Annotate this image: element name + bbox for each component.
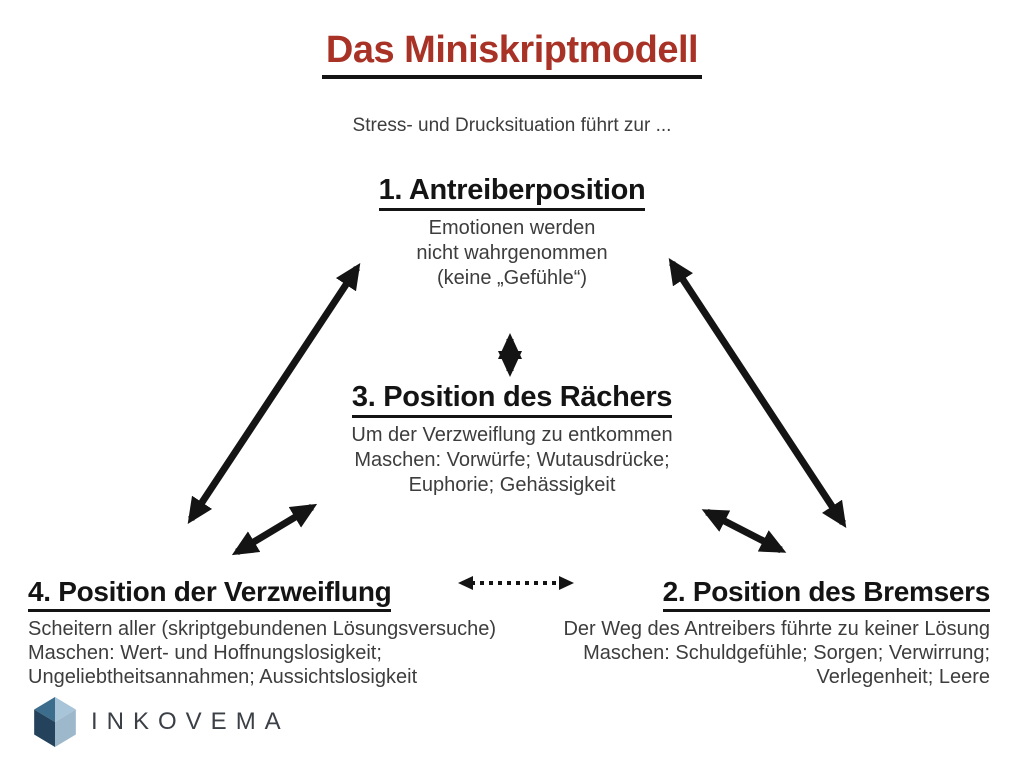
arrow-antreiber-verzweiflung xyxy=(187,262,361,525)
position-verzweiflung-line: Maschen: Wert- und Hoffnungslosigkeit; xyxy=(28,642,382,665)
inkovema-cube-icon xyxy=(34,697,76,747)
position-bremser: 2. Position des Bremsers Der Weg des Ant… xyxy=(520,576,990,689)
arrow-antreiber-bremser xyxy=(668,257,847,529)
position-raecher-line: Um der Verzweiflung zu entkommen xyxy=(351,424,673,447)
position-verzweiflung: 4. Position der Verzweiflung Scheitern a… xyxy=(28,576,533,689)
position-bremser-line: Maschen: Schuldgefühle; Sorgen; Verwirru… xyxy=(583,642,990,665)
position-raecher-heading: 3. Position des Rächers xyxy=(351,381,672,419)
inkovema-logo: INKOVEMA xyxy=(34,697,290,747)
position-raecher: 3. Position des Rächers Um der Verzweifl… xyxy=(0,381,1024,498)
position-bremser-line: Verlegenheit; Leere xyxy=(816,666,990,689)
inkovema-logo-text: INKOVEMA xyxy=(91,708,290,735)
slide-subtitle: Stress- und Drucksituation führt zur ... xyxy=(352,115,672,136)
position-antreiber-heading: 1. Antreiberposition xyxy=(378,174,646,212)
arrow-verzweiflung-raecher xyxy=(231,503,318,556)
position-raecher-line: Maschen: Vorwürfe; Wutausdrücke; xyxy=(354,449,670,472)
arrow-raecher-bremser xyxy=(701,508,787,554)
position-antreiber-line: Emotionen werden xyxy=(428,217,596,240)
slide-title: Das Miniskriptmodell xyxy=(321,29,703,79)
position-verzweiflung-heading: 4. Position der Verzweiflung xyxy=(28,576,392,613)
slide-title-wrap: Das Miniskriptmodell xyxy=(0,29,1024,79)
position-verzweiflung-line: Ungeliebtheitsannahmen; Aussichtslosigke… xyxy=(28,666,418,689)
position-bremser-heading: 2. Position des Bremsers xyxy=(662,576,990,613)
position-antreiber-line: nicht wahrgenommen xyxy=(416,242,608,265)
position-antreiber: 1. Antreiberposition Emotionen werden ni… xyxy=(0,174,1024,291)
position-verzweiflung-line: Scheitern aller (skriptgebundenen Lösung… xyxy=(28,618,497,641)
position-raecher-line: Euphorie; Gehässigkeit xyxy=(408,474,616,497)
position-antreiber-line: (keine „Gefühle“) xyxy=(436,267,588,290)
position-bremser-line: Der Weg des Antreibers führte zu keiner … xyxy=(563,618,990,641)
